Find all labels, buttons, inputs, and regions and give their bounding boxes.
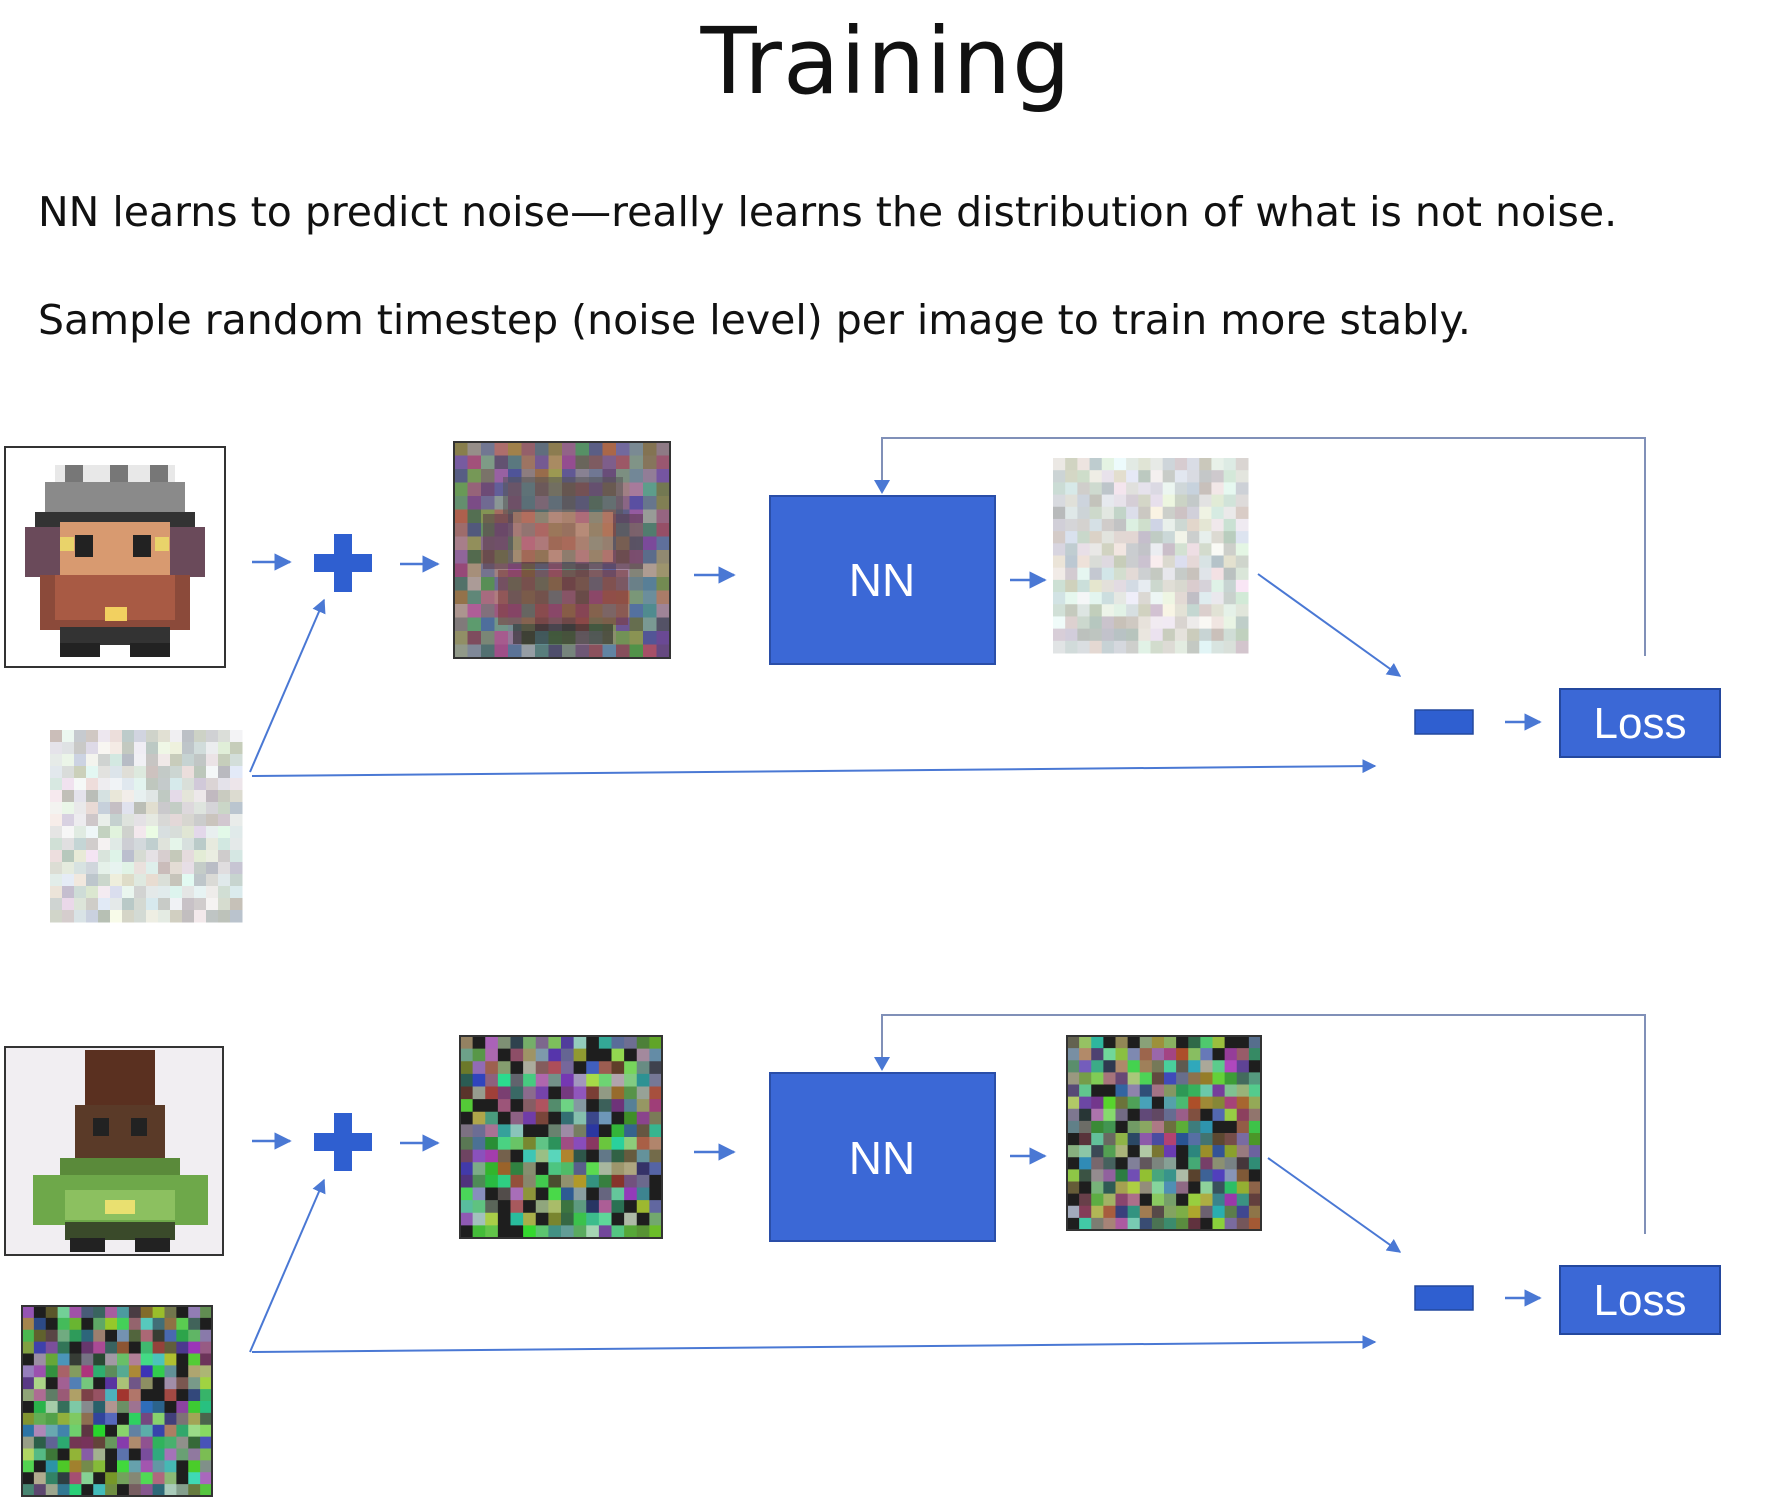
arrow bbox=[1267, 1157, 1402, 1253]
noise-sample-image-2 bbox=[21, 1305, 213, 1497]
clean-sprite-image-1 bbox=[4, 446, 226, 668]
loss-label: Loss bbox=[1594, 1276, 1687, 1325]
nn-label: NN bbox=[849, 554, 915, 606]
plus-icon bbox=[314, 534, 372, 592]
nn-box: NN bbox=[769, 495, 996, 665]
loss-box: Loss bbox=[1559, 1265, 1721, 1335]
noise-texture bbox=[22, 1306, 213, 1497]
feedback-line bbox=[881, 437, 1646, 656]
minus-icon bbox=[1414, 1285, 1474, 1311]
noise-texture bbox=[1067, 1036, 1262, 1231]
clean-sprite-image-2 bbox=[4, 1046, 224, 1256]
nn-label: NN bbox=[849, 1132, 915, 1184]
feedback-line bbox=[881, 1014, 1646, 1234]
feedback-arrowhead bbox=[874, 1057, 890, 1071]
diagram-row-1: NN Loss bbox=[4, 437, 1721, 923]
minus-icon bbox=[1414, 709, 1474, 735]
caption-line-2: Sample random timestep (noise level) per… bbox=[38, 296, 1471, 344]
slide-title: Training bbox=[700, 8, 1072, 115]
arrow bbox=[249, 598, 326, 773]
arrow bbox=[251, 1335, 1377, 1353]
noisy-image-1 bbox=[453, 441, 671, 659]
plus-icon bbox=[314, 1113, 372, 1171]
predicted-noise-image-2 bbox=[1066, 1035, 1262, 1231]
noise-texture bbox=[460, 1036, 663, 1239]
diagram-row-2: NN Loss bbox=[4, 1014, 1721, 1497]
noise-texture bbox=[50, 730, 243, 923]
arrow bbox=[1257, 573, 1402, 677]
arrow bbox=[249, 1178, 326, 1353]
noise-texture bbox=[1053, 458, 1249, 654]
noisy-image-2 bbox=[459, 1035, 663, 1239]
noise-sample-image-1 bbox=[50, 730, 243, 923]
caption-line-1: NN learns to predict noise—really learns… bbox=[38, 188, 1618, 236]
loss-label: Loss bbox=[1594, 699, 1687, 748]
loss-box: Loss bbox=[1559, 688, 1721, 758]
predicted-noise-image-1 bbox=[1053, 458, 1249, 654]
arrow bbox=[251, 759, 1377, 777]
nn-box: NN bbox=[769, 1072, 996, 1242]
feedback-arrowhead bbox=[874, 480, 890, 494]
